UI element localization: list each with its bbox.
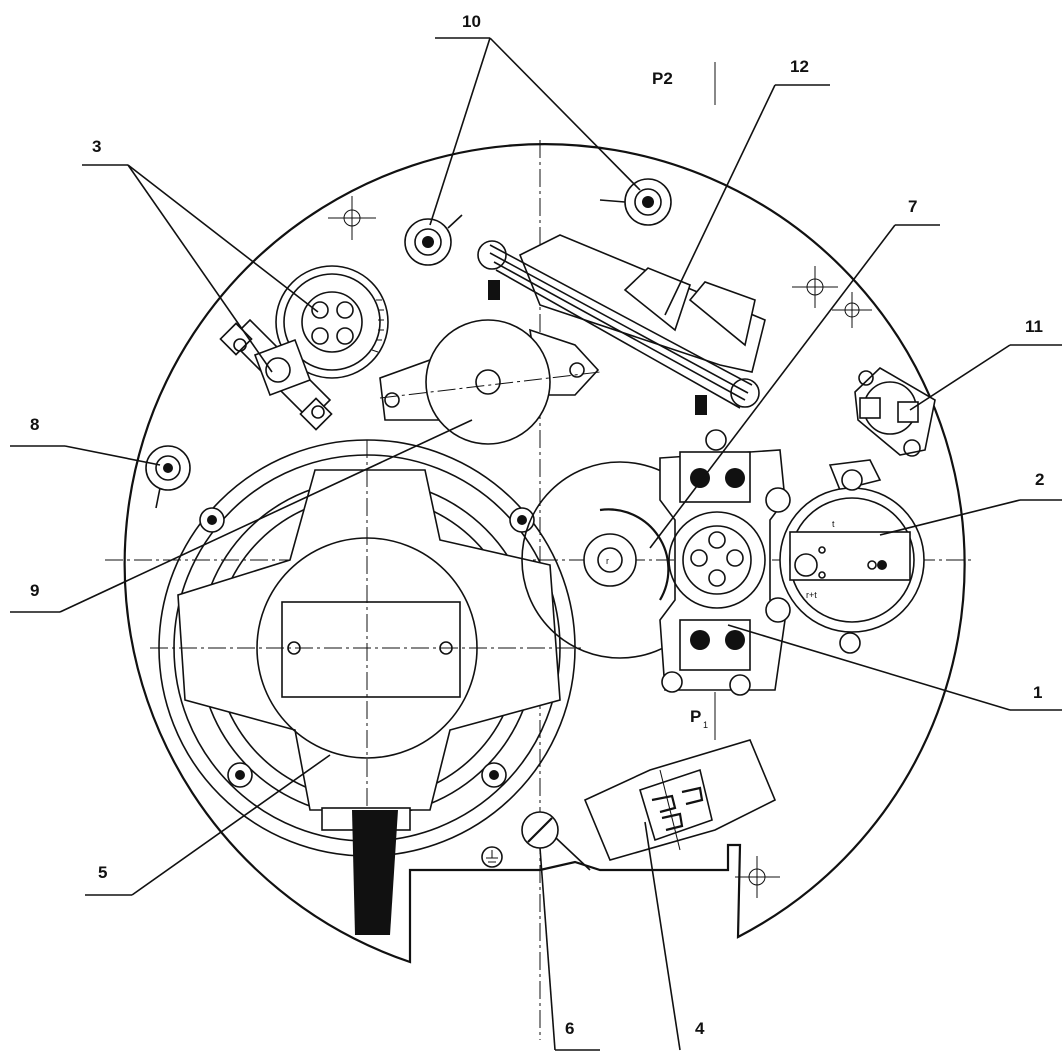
plane-p1: P	[690, 707, 701, 726]
label-1: 1	[1033, 683, 1042, 702]
thermostat-mark-t: t	[832, 519, 835, 529]
label-3: 3	[92, 137, 101, 156]
motor-5	[150, 439, 585, 935]
plane-p2: P2	[652, 69, 673, 88]
fixing-holes	[328, 196, 872, 898]
grommet-10-right	[599, 178, 672, 226]
switch-1	[659, 429, 791, 696]
connector-3	[275, 265, 389, 379]
plane-markers: P2 P 1	[652, 69, 708, 730]
label-2: 2	[1035, 470, 1044, 489]
grommet-8	[145, 445, 191, 509]
cam-mark-r: r	[606, 556, 609, 566]
grommet-10-left	[404, 214, 463, 266]
unit-12	[477, 234, 766, 415]
terminal-strip-3	[219, 318, 333, 431]
terminal-block-4	[583, 739, 777, 861]
capacitor-9	[379, 319, 601, 445]
label-10: 10	[462, 12, 481, 31]
thermal-protector-11	[854, 367, 936, 457]
motor-bolts	[199, 507, 535, 788]
label-9: 9	[30, 581, 39, 600]
thermostat-2: t r+t r	[606, 459, 925, 654]
base-plate	[123, 143, 966, 964]
plane-p1-subscript: 1	[703, 720, 708, 730]
cable-gland	[321, 807, 411, 935]
label-5: 5	[98, 863, 107, 882]
label-6: 6	[565, 1019, 574, 1038]
label-8: 8	[30, 415, 39, 434]
thermostat-mark-rt: r+t	[806, 590, 817, 600]
label-4: 4	[695, 1019, 705, 1038]
label-7: 7	[908, 197, 917, 216]
callout-labels: 10 12 3 7 11 8 2 9 1 5 6 4	[30, 12, 1044, 1038]
label-11: 11	[1025, 317, 1043, 336]
label-12: 12	[790, 57, 809, 76]
callout-leaders	[10, 37, 1062, 1051]
